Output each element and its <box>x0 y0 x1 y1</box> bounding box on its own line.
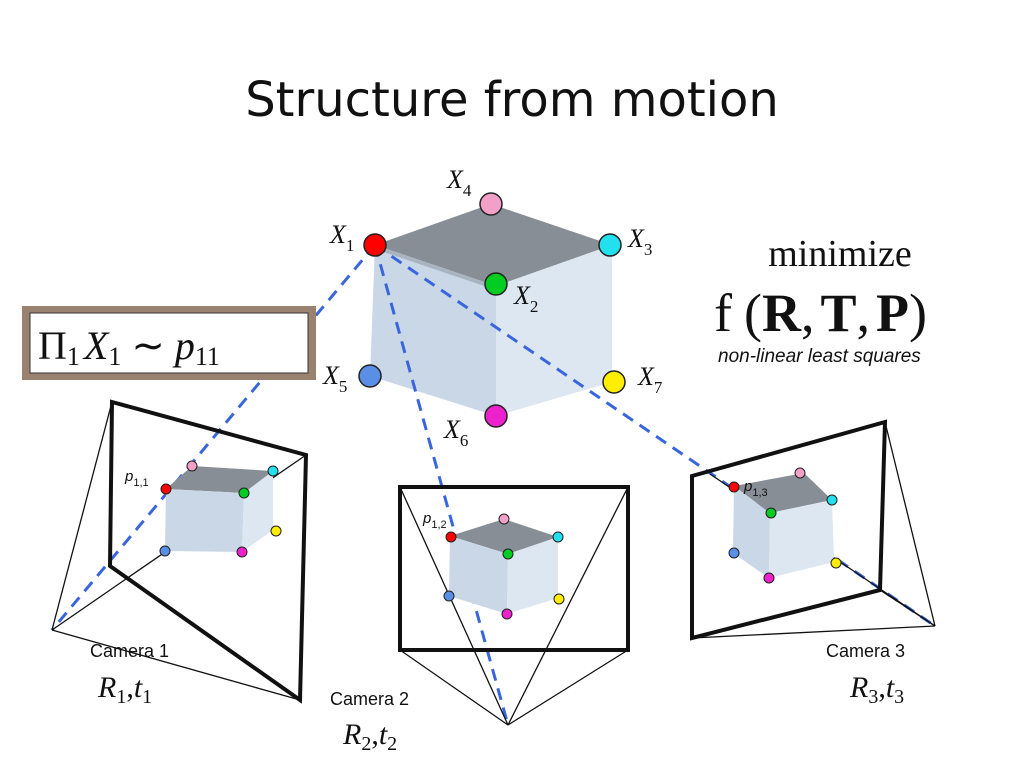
projected-point-x7 <box>830 557 842 569</box>
cube-right-face <box>242 471 273 552</box>
objective-subtitle: non-linear least squares <box>718 346 921 367</box>
camera-1-pose: R1,t1 <box>97 671 152 708</box>
projected-point-x1 <box>728 481 740 493</box>
frustum-line <box>399 486 509 726</box>
point-labels: X4 X1 X3 X2 X5 X7 X6 <box>322 165 663 450</box>
label-x5: X5 <box>322 361 347 396</box>
objective-heading: minimize <box>768 233 912 275</box>
ray-camera-1 <box>50 244 377 631</box>
projected-point-x5 <box>159 545 171 557</box>
projection-label-p12: p1,2 <box>422 510 447 531</box>
cube-front-face <box>449 536 508 614</box>
cube-top-face <box>166 466 273 493</box>
projection-label-p13: p1,3 <box>743 478 768 499</box>
cube-right-face <box>769 500 834 578</box>
projected-point-x2 <box>765 507 777 519</box>
point-x1 <box>363 233 387 257</box>
projected-point-x6 <box>236 546 248 558</box>
frustum-line <box>507 649 629 726</box>
image-plane-3 <box>690 419 888 641</box>
frustum-line <box>51 401 113 631</box>
point-x2 <box>484 272 508 296</box>
projected-point-x5 <box>728 547 740 559</box>
slide-title: Structure from motion <box>245 72 779 128</box>
projection-label-p11: p1,1 <box>124 468 149 489</box>
projected-point-x3 <box>826 494 838 506</box>
projected-point-x4 <box>794 467 806 479</box>
frustum-line <box>507 486 629 726</box>
cube-front-face <box>165 489 244 552</box>
projected-point-x6 <box>763 572 775 584</box>
point-x3 <box>598 233 622 257</box>
projected-point-x1 <box>160 483 172 495</box>
label-x4: X4 <box>446 165 472 200</box>
projected-point-x5 <box>443 590 455 602</box>
label-x7: X7 <box>637 362 663 397</box>
objective: minimize f(R,T,P) non-linear least squar… <box>714 233 927 367</box>
camera-1: p1,1 Camera 1 R1,t1 <box>51 399 309 708</box>
projected-point-x1 <box>445 531 457 543</box>
cube-top-face <box>375 204 612 286</box>
projected-point-x4 <box>498 513 510 525</box>
frustum-line <box>51 629 301 701</box>
cube-top-face <box>450 519 558 554</box>
point-x4 <box>479 192 503 216</box>
frustum-line <box>399 649 509 726</box>
point-x5 <box>358 364 382 388</box>
projected-point-x3 <box>552 531 564 543</box>
frustum-line <box>691 625 936 639</box>
cube-front-face <box>733 486 770 578</box>
projected-point-x2 <box>502 548 514 560</box>
camera-2-pose: R2,t2 <box>342 718 397 755</box>
projected-point-x6 <box>501 608 513 620</box>
projected-point-x3 <box>267 465 279 477</box>
frustum-line <box>884 421 936 627</box>
projected-point-x2 <box>238 487 250 499</box>
camera-2-caption: Camera 2 <box>330 689 409 709</box>
projected-point-x4 <box>186 460 198 472</box>
image-plane-2 <box>398 485 630 652</box>
label-x3: X3 <box>627 224 652 259</box>
label-x2: X2 <box>513 281 538 316</box>
main-cube <box>370 204 612 416</box>
label-x6: X6 <box>443 415 468 450</box>
projected-point-x7 <box>553 593 565 605</box>
camera-3-pose: R3,t3 <box>849 671 904 708</box>
cube-back-edge-shade <box>375 245 496 290</box>
cube-right-face <box>496 245 612 416</box>
camera-1-caption: Camera 1 <box>90 641 169 661</box>
image-plane-1 <box>107 399 309 704</box>
point-x6 <box>484 404 508 428</box>
camera-3-caption: Camera 3 <box>826 641 905 661</box>
camera-2: p1,2 Camera 2 R2,t2 <box>330 485 630 755</box>
camera-3: p1,3 Camera 3 R3,t3 <box>690 419 936 708</box>
objective-function: f(R,T,P) <box>714 283 927 343</box>
point-x7 <box>602 370 626 394</box>
cube-front-face <box>370 245 496 416</box>
points-3d <box>358 192 626 428</box>
equation-inner-frame <box>29 312 309 374</box>
label-x1: X1 <box>329 220 354 255</box>
projected-point-x7 <box>270 525 282 537</box>
cube-top-face <box>734 473 832 513</box>
cube-right-face <box>507 537 558 614</box>
